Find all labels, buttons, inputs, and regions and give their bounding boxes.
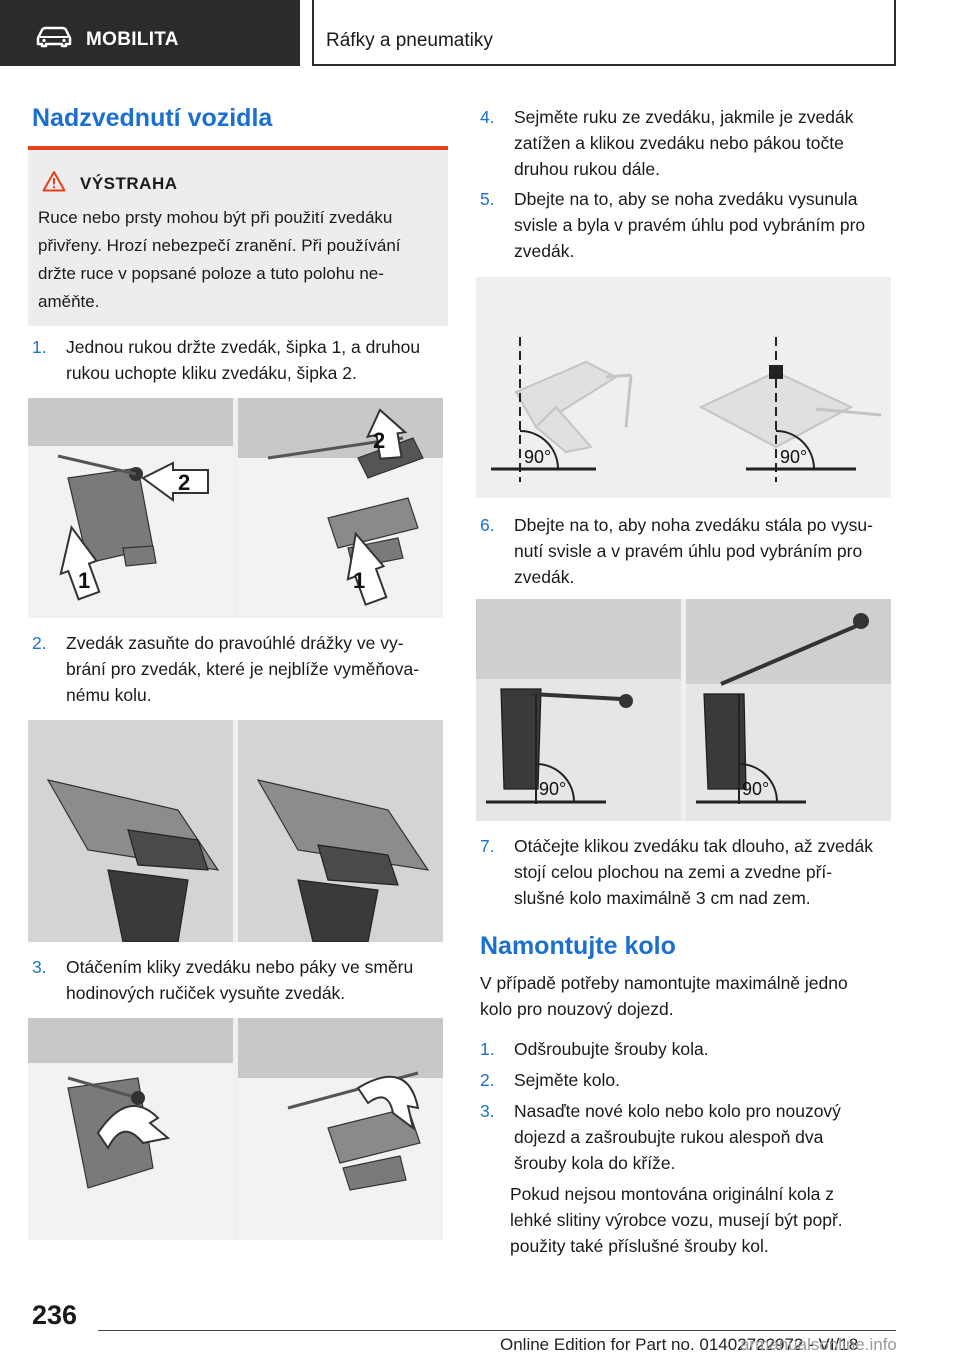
header-section-tab[interactable]: MOBILITA — [0, 0, 300, 66]
warning-triangle-icon — [42, 171, 66, 192]
step-number: 4. — [480, 107, 495, 127]
step-text: Otáčejte klikou zvedáku tak dlouho, až z… — [514, 836, 873, 908]
angle-label: 90° — [524, 447, 551, 467]
figure-label: 1 — [78, 568, 90, 593]
car-icon — [36, 26, 72, 48]
step-number: 5. — [480, 189, 495, 209]
section-label: MOBILITA — [86, 29, 179, 50]
figure-label: 1 — [353, 568, 365, 593]
angle-label: 90° — [780, 447, 807, 467]
angle-label: 90° — [539, 779, 566, 799]
step-number: 2. — [480, 1070, 495, 1090]
page-number: 236 — [32, 1300, 78, 1330]
intro-text: V případě potřeby namontujte maximálně j… — [480, 973, 848, 1019]
figure-turn-crank — [28, 1018, 443, 1240]
step-text: Dbejte na to, aby noha zvedáku stála po … — [514, 515, 873, 587]
section-heading: Namontujte kolo — [480, 932, 676, 960]
step-number: 1. — [32, 337, 47, 357]
step-text: Odšroubujte šrouby kola. — [514, 1039, 709, 1059]
figure-right-angle-diagram: 90° 90° — [476, 277, 891, 498]
step-number: 3. — [32, 957, 47, 977]
footer-watermark: armanualsonline.info — [740, 1335, 897, 1354]
warning-text: Ruce nebo prsty mohou být při použití zv… — [38, 208, 401, 311]
note-text: Pokud nejsou montována originální kola z… — [510, 1184, 843, 1256]
figure-label: 2 — [373, 428, 385, 453]
step-text: Nasaďte nové kolo nebo kolo pro nouzový … — [514, 1101, 841, 1173]
warning-box: VÝSTRAHA Ruce nebo prsty mohou být při p… — [28, 146, 448, 326]
step-number: 3. — [480, 1101, 495, 1121]
footer-edition: Online Edition for Part no. 01402722972 … — [500, 1335, 859, 1354]
warning-bar — [28, 146, 448, 150]
warning-title: VÝSTRAHA — [80, 174, 178, 193]
step-number: 7. — [480, 836, 495, 856]
angle-label: 90° — [742, 779, 769, 799]
step-number: 1. — [480, 1039, 495, 1059]
step-text: Sejměte kolo. — [514, 1070, 621, 1090]
step-number: 2. — [32, 633, 47, 653]
figure-jack-seat — [28, 720, 443, 942]
step-text: Otáčením kliky zvedáku nebo páky ve směr… — [66, 957, 414, 1003]
figure-jack-placement: 1 2 2 1 — [28, 398, 443, 618]
section-heading: Nadzvednutí vozidla — [32, 104, 273, 132]
chapter-title: Ráfky a pneumatiky — [326, 30, 493, 51]
step-text: Sejměte ruku ze zvedáku, jakmile je zved… — [514, 107, 854, 179]
step-text: Jednou rukou držte zvedák, šipka 1, a dr… — [66, 337, 421, 383]
chapter-title-box — [312, 0, 896, 66]
step-text: Zvedák zasuňte do pravoúhlé drážky ve vy… — [66, 633, 420, 705]
footer-divider — [98, 1330, 896, 1331]
step-number: 6. — [480, 515, 495, 535]
step-text: Dbejte na to, aby se noha zvedáku vysunu… — [514, 189, 866, 261]
figure-label: 2 — [178, 470, 190, 495]
figure-jack-vertical: 90° 90° — [476, 599, 891, 821]
